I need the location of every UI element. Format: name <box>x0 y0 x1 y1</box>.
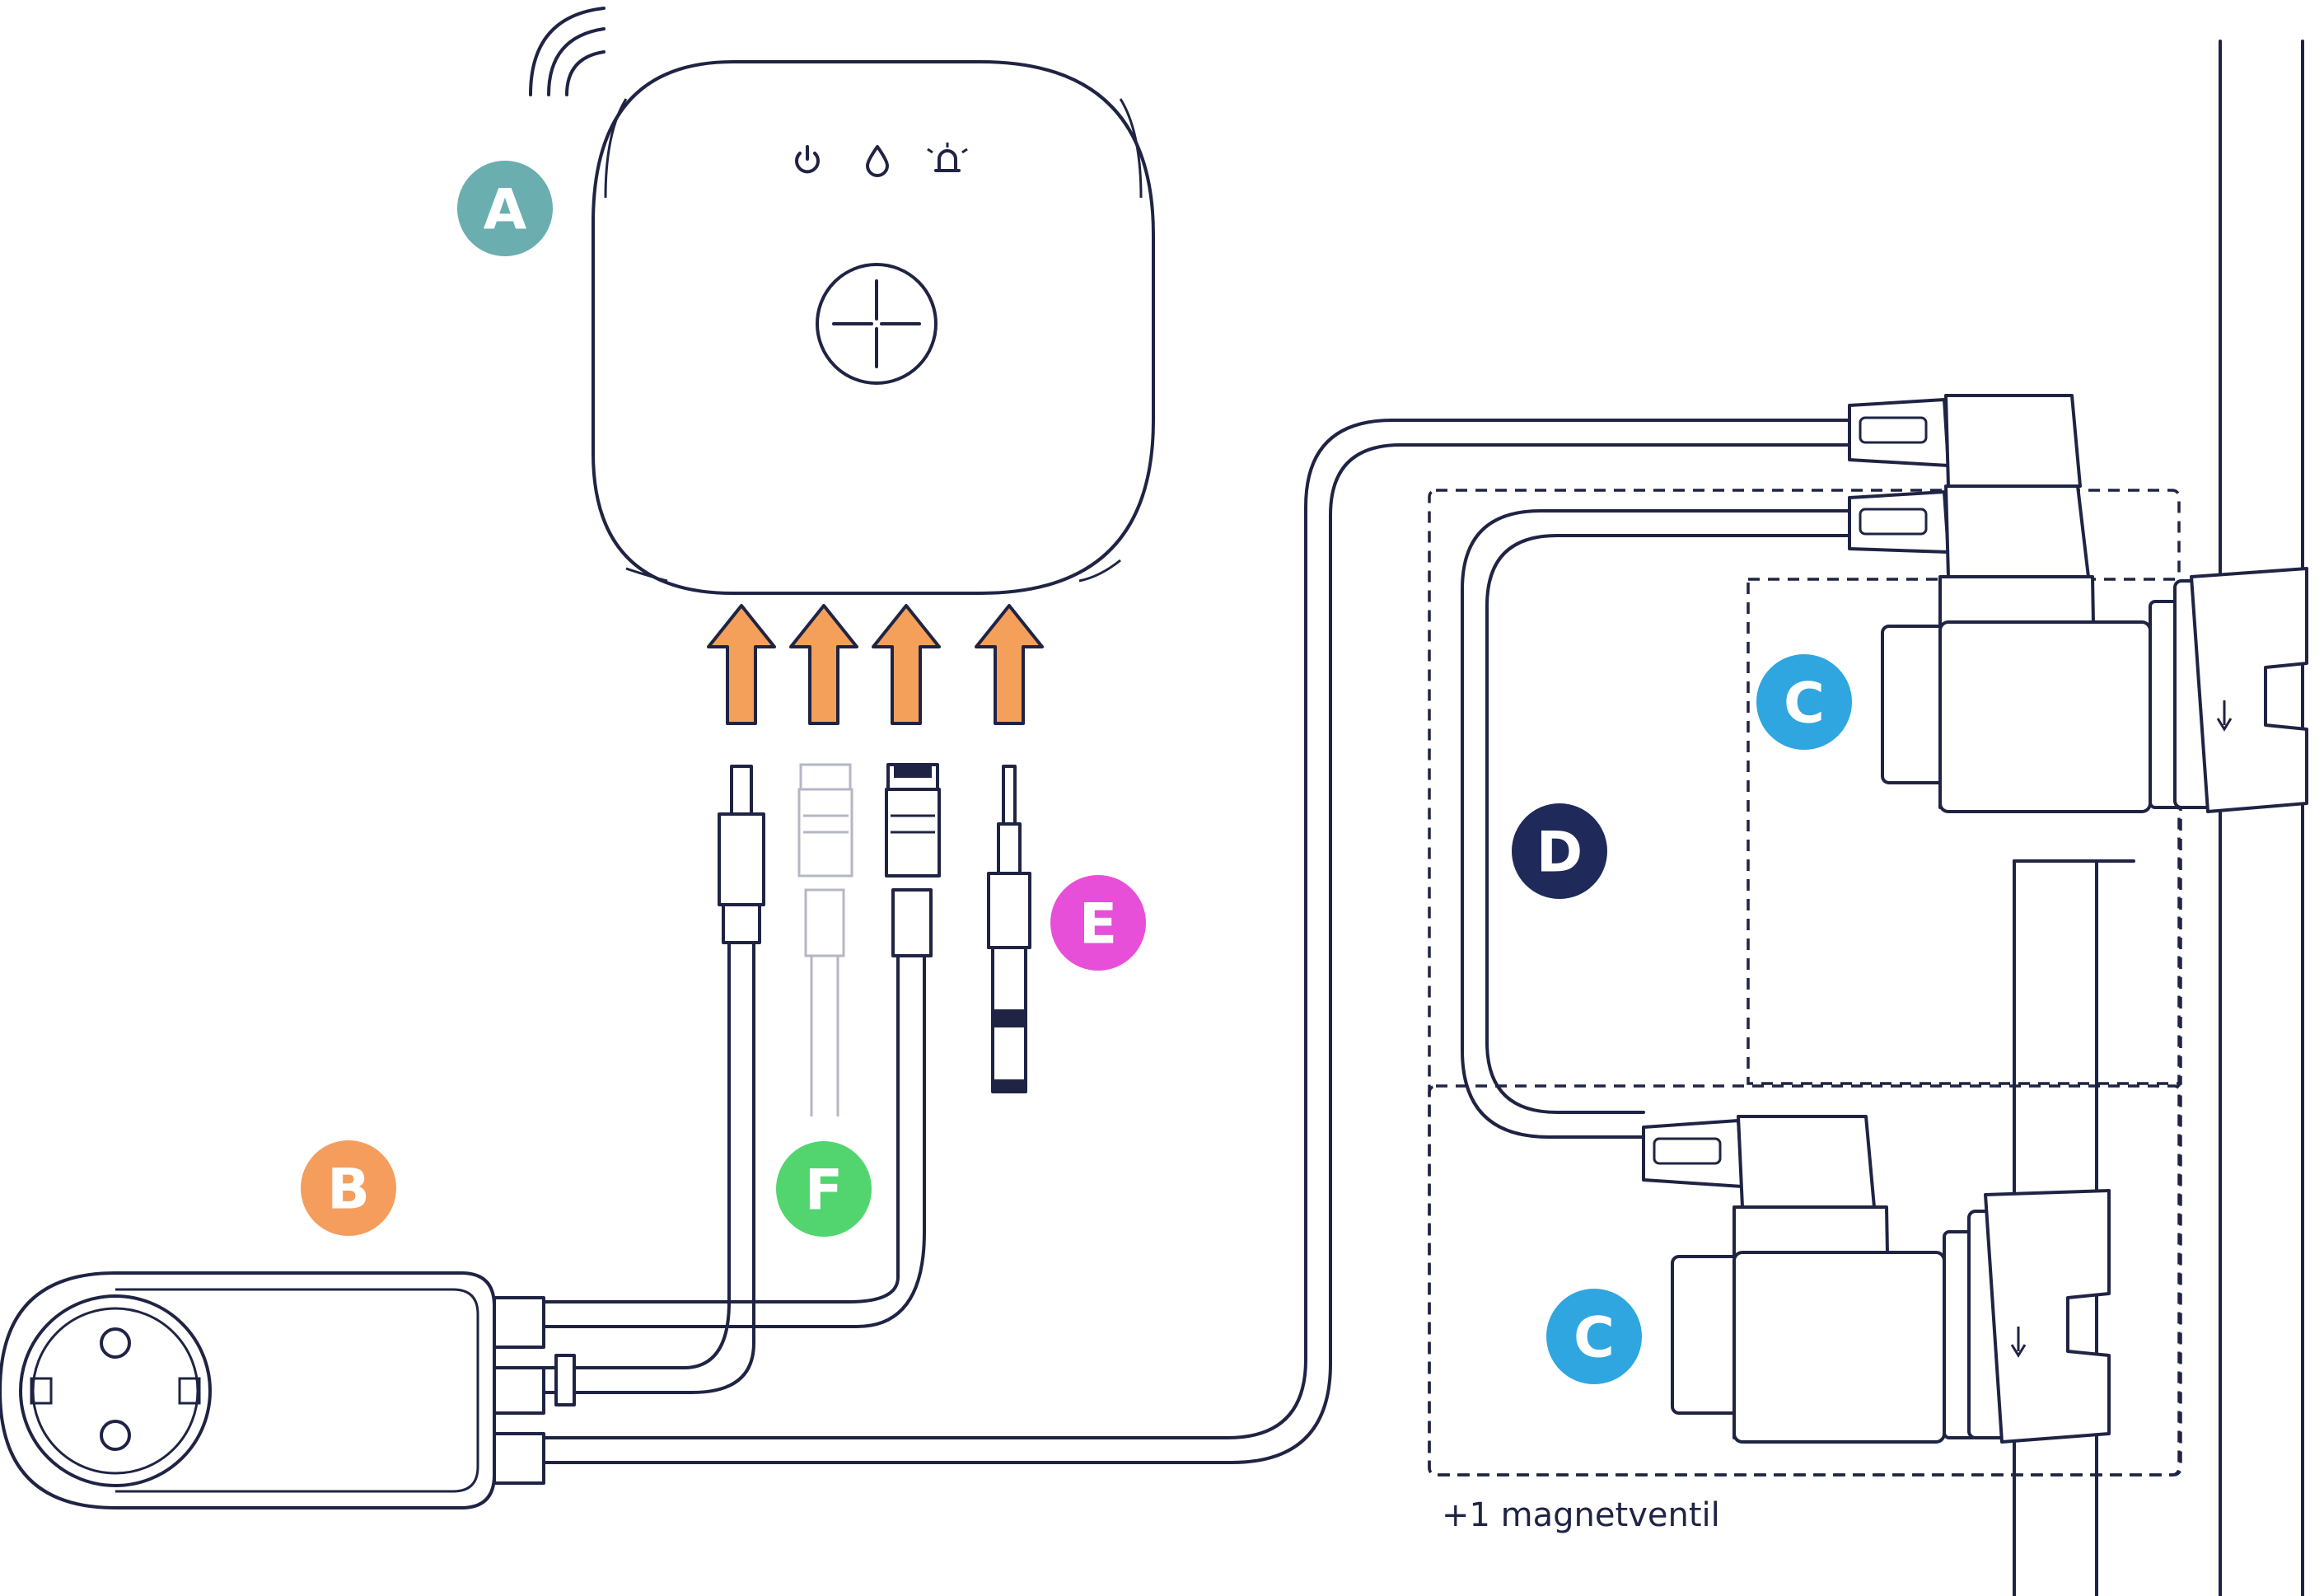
badge-e: E <box>1050 875 1146 971</box>
audio-jack-plug <box>987 765 1031 1093</box>
badge-a: A <box>457 161 553 256</box>
ethernet-plug <box>885 763 941 1279</box>
dc-power-plug <box>718 765 765 1345</box>
badge-c-bottom: C <box>1546 1289 1642 1384</box>
cable-b-to-valve-top <box>542 419 1855 1439</box>
label-badges: A B C C D E F <box>301 161 1852 1384</box>
badge-label: C <box>1573 1306 1615 1371</box>
valve-top-connector-lower <box>1848 484 2090 578</box>
badge-c-top: C <box>1756 654 1852 750</box>
badge-label: B <box>327 1158 370 1223</box>
badge-f: F <box>776 1141 872 1237</box>
badge-label: F <box>805 1158 843 1224</box>
hub-device <box>529 7 1155 595</box>
valve-bottom-connector <box>1642 1115 1876 1209</box>
up-arrow-icon <box>975 604 1044 725</box>
cable-d <box>1461 509 1855 1139</box>
up-arrow-icon <box>872 604 941 725</box>
badge-label: E <box>1079 892 1117 957</box>
smart-plug <box>0 1271 576 1509</box>
cross-button-icon <box>816 263 938 385</box>
up-arrow-icon <box>707 604 776 725</box>
optional-valve-caption: +1 magnetventil <box>1442 1496 1720 1534</box>
power-icon <box>795 145 820 174</box>
valve-top <box>1881 567 2308 813</box>
valve-region-bottom <box>1428 1084 2182 1477</box>
up-arrow-icon <box>789 604 858 725</box>
badge-label: A <box>484 178 527 243</box>
hub-body <box>592 60 1155 595</box>
valve-region-inner <box>1747 578 2182 1085</box>
badge-label: D <box>1536 821 1583 886</box>
valve-top-connector-upper <box>1848 394 2082 488</box>
badge-b: B <box>301 1140 396 1236</box>
valve-bottom <box>1671 1189 2111 1444</box>
ethernet-plug-ghost <box>797 763 853 1116</box>
water-drop-icon <box>866 145 889 177</box>
connection-arrows <box>707 604 1044 725</box>
alarm-bell-icon <box>927 143 968 172</box>
badge-label: C <box>1784 672 1825 737</box>
badge-d: D <box>1512 803 1607 899</box>
wifi-icon <box>529 7 606 96</box>
